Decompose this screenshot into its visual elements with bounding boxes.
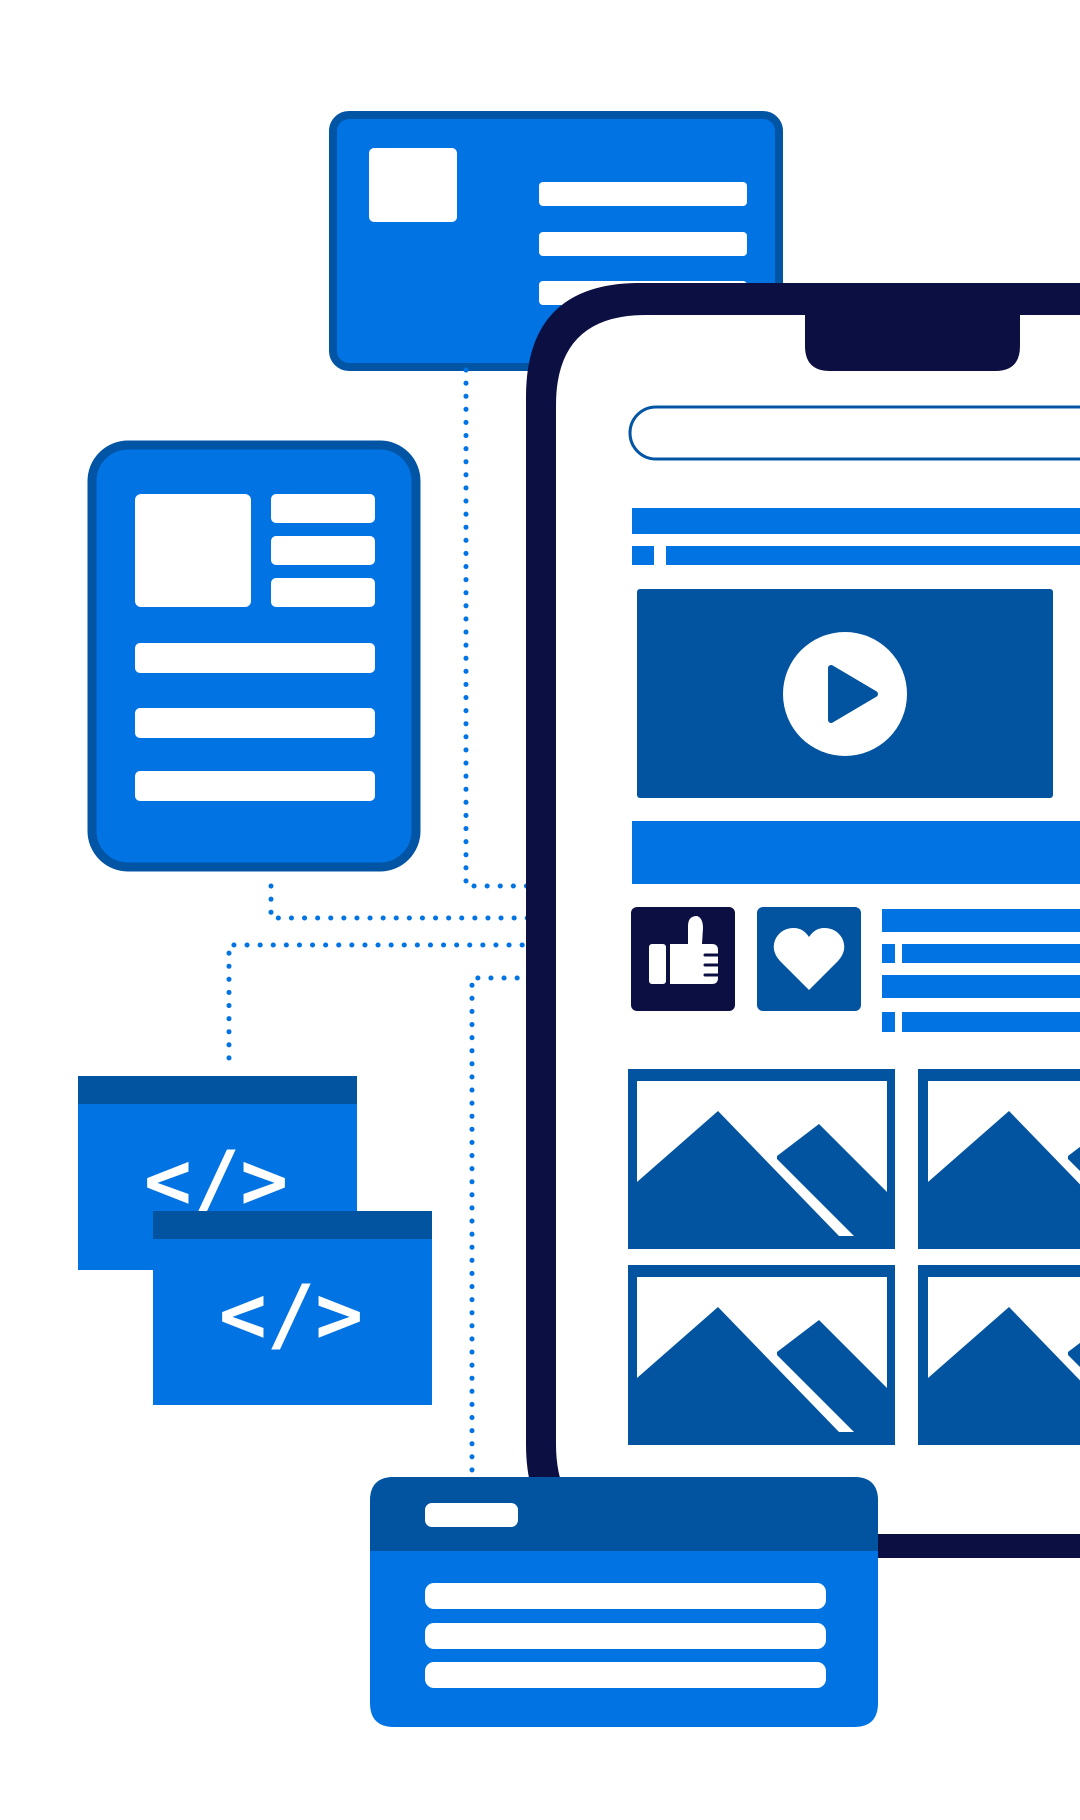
dotted-connectors [226, 367, 607, 1473]
gallery-image[interactable] [918, 1265, 1080, 1445]
bottom-content-card [370, 1477, 878, 1727]
bottom-card-title-pill [425, 1503, 518, 1527]
left-document-card [87, 440, 421, 872]
bottom-card-line [425, 1662, 826, 1688]
doc-line [271, 494, 375, 523]
phone-text-dot [882, 944, 895, 963]
top-card-line [539, 232, 747, 256]
phone [526, 283, 1080, 1558]
top-card-thumbnail [369, 148, 457, 222]
doc-line [271, 578, 375, 607]
like-button[interactable] [631, 907, 735, 1011]
image-mountain-icon [637, 1111, 839, 1236]
image-mountain-icon [637, 1307, 839, 1432]
bottom-card-line [425, 1583, 826, 1609]
video-progress-bar [632, 821, 1080, 884]
bottom-card-header [370, 1477, 878, 1551]
code-window-titlebar [153, 1211, 432, 1239]
image-mountain-icon [928, 1307, 1080, 1432]
favorite-button[interactable] [757, 907, 861, 1011]
video-player[interactable] [637, 589, 1053, 798]
image-mountain-icon [1068, 1342, 1080, 1367]
image-mountain-icon [928, 1111, 1080, 1236]
phone-header-line [632, 508, 1080, 534]
doc-line [135, 771, 375, 801]
doc-line [135, 643, 375, 673]
image-mountain-icon [1068, 1146, 1080, 1171]
code-window-front: </> [153, 1211, 432, 1405]
image-gallery [628, 1069, 1080, 1445]
thumbs-up-icon [649, 916, 720, 984]
connector-left-card [268, 883, 607, 921]
gallery-image[interactable] [628, 1265, 895, 1445]
phone-notch [805, 310, 1020, 371]
doc-line [271, 536, 375, 565]
gallery-image[interactable] [918, 1069, 1080, 1249]
code-window-titlebar [78, 1076, 357, 1104]
phone-text-line [882, 975, 1080, 998]
image-mountain-icon [777, 1320, 887, 1432]
bottom-card-line [425, 1623, 826, 1649]
code-brackets-icon: </> [219, 1268, 364, 1361]
gallery-image[interactable] [628, 1069, 895, 1249]
play-icon [828, 665, 878, 723]
phone-text-line [902, 1012, 1080, 1032]
phone-text-line [882, 909, 1080, 932]
phone-search-bar [628, 405, 1080, 461]
phone-text-dot [882, 1012, 895, 1032]
phone-header-dot [632, 546, 654, 565]
phone-text-line [902, 944, 1080, 963]
image-mountain-icon [777, 1124, 887, 1236]
connector-top-card [463, 367, 595, 889]
top-card-line [539, 182, 747, 206]
doc-line [135, 708, 375, 738]
doc-thumbnail [135, 494, 251, 607]
phone-header-line [666, 546, 1080, 565]
connector-code-card [226, 942, 607, 1061]
heart-icon [773, 928, 845, 990]
